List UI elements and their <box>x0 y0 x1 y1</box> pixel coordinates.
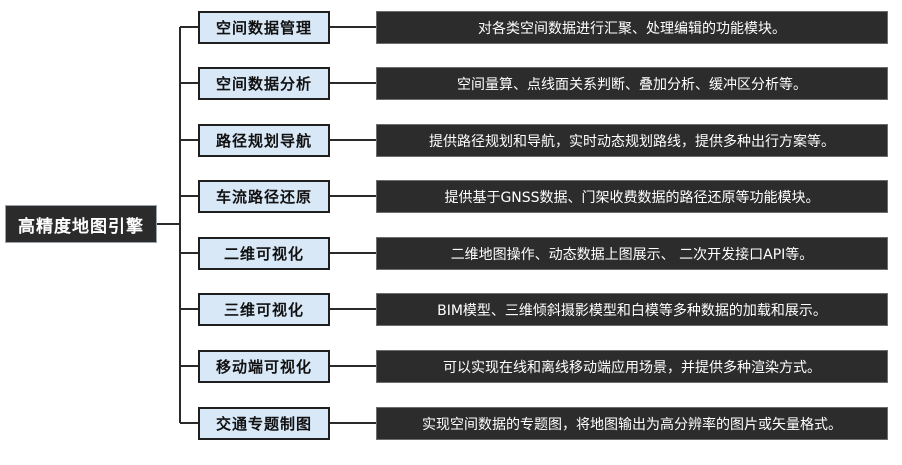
module-row: 空间数据管理 对各类空间数据进行汇聚、处理编辑的功能模块。 <box>0 11 902 45</box>
module-description: 空间量算、点线面关系判断、叠加分析、缓冲区分析等。 <box>376 67 888 100</box>
module-description: 二维地图操作、动态数据上图展示、 二次开发接口API等。 <box>376 237 888 270</box>
module-description: 提供基于GNSS数据、门架收费数据的路径还原等功能模块。 <box>376 180 888 213</box>
module-row: 二维可视化 二维地图操作、动态数据上图展示、 二次开发接口API等。 <box>0 237 902 271</box>
root-node: 高精度地图引擎 <box>5 205 157 243</box>
module-node: 空间数据分析 <box>198 67 330 100</box>
module-description: 实现空间数据的专题图，将地图输出为高分辨率的图片或矢量格式。 <box>376 407 888 440</box>
module-description: BIM模型、三维倾斜摄影模型和白模等多种数据的加载和展示。 <box>376 293 888 326</box>
module-description: 对各类空间数据进行汇聚、处理编辑的功能模块。 <box>376 11 888 44</box>
module-node: 二维可视化 <box>198 237 330 270</box>
module-row: 路径规划导航 提供路径规划和导航，实时动态规划路线，提供多种出行方案等。 <box>0 124 902 158</box>
module-node: 车流路径还原 <box>198 180 330 213</box>
module-row: 三维可视化 BIM模型、三维倾斜摄影模型和白模等多种数据的加载和展示。 <box>0 293 902 327</box>
module-description: 提供路径规划和导航，实时动态规划路线，提供多种出行方案等。 <box>376 124 888 157</box>
module-description: 可以实现在线和离线移动端应用场景，并提供多种渲染方式。 <box>376 350 888 383</box>
module-row: 车流路径还原 提供基于GNSS数据、门架收费数据的路径还原等功能模块。 <box>0 180 902 214</box>
module-node: 三维可视化 <box>198 293 330 326</box>
module-node: 空间数据管理 <box>198 11 330 44</box>
module-row: 移动端可视化 可以实现在线和离线移动端应用场景，并提供多种渲染方式。 <box>0 350 902 384</box>
module-node: 移动端可视化 <box>198 350 330 383</box>
module-row: 交通专题制图 实现空间数据的专题图，将地图输出为高分辨率的图片或矢量格式。 <box>0 407 902 441</box>
module-row: 空间数据分析 空间量算、点线面关系判断、叠加分析、缓冲区分析等。 <box>0 67 902 101</box>
module-node: 交通专题制图 <box>198 407 330 440</box>
module-node: 路径规划导航 <box>198 124 330 157</box>
